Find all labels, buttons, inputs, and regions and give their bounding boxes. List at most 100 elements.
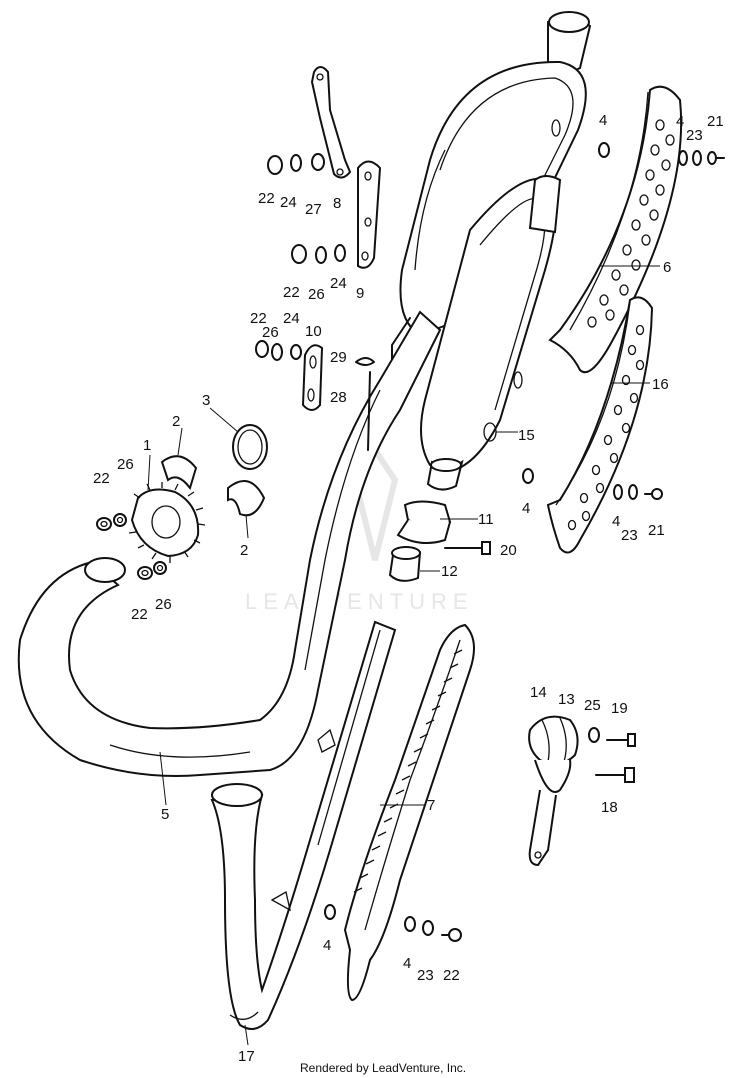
washer-25 (588, 727, 600, 743)
washer-26-lower (153, 561, 167, 575)
washer-24-low (290, 344, 302, 360)
label-26b: 26 (262, 324, 279, 341)
nut-22-low (255, 340, 269, 358)
label-5: 5 (161, 806, 169, 823)
label-4d: 4 (612, 513, 620, 530)
label-11: 11 (478, 511, 494, 528)
washer-26-mid (315, 246, 327, 264)
label-10: 10 (305, 323, 322, 340)
label-19: 19 (611, 700, 628, 717)
nut-4-right (613, 484, 623, 500)
nut-4-lower (324, 904, 336, 920)
exhaust-pipe-5 (17, 310, 442, 777)
ring-3 (232, 424, 268, 470)
bolt-18 (595, 767, 635, 783)
label-4a: 4 (599, 112, 607, 129)
watermark: LEADVENTURE (245, 444, 474, 614)
label-4b: 4 (676, 113, 684, 130)
label-28: 28 (330, 389, 347, 406)
screw-22-bottom (441, 928, 462, 942)
label-15: 15 (518, 427, 535, 444)
nut-4-top-right (678, 150, 688, 166)
label-9: 9 (356, 285, 364, 302)
nut-22-mid (291, 244, 307, 264)
nut-22-lower (137, 566, 153, 580)
collar-half-2b (227, 479, 266, 517)
label-24a: 24 (280, 194, 297, 211)
washer-23-top (692, 150, 702, 166)
label-1: 1 (143, 437, 151, 454)
washer-23-right (628, 484, 638, 500)
label-4f: 4 (403, 955, 411, 972)
bolt-19 (606, 733, 636, 747)
bolt-20 (444, 541, 491, 555)
label-23b: 23 (621, 527, 638, 544)
screw-21-right (644, 488, 663, 500)
bracket-10 (301, 344, 324, 411)
part-labels: 1 2 2 3 4 4 4 4 4 4 5 6 7 8 9 10 11 12 1… (93, 112, 724, 1065)
exhaust-pipe-17 (210, 620, 397, 1030)
label-22c: 22 (250, 310, 267, 327)
clip-29 (355, 357, 375, 366)
label-22d: 22 (93, 470, 110, 487)
label-17: 17 (238, 1048, 255, 1065)
heat-shield-16 (546, 296, 654, 554)
heat-shield-7 (343, 623, 475, 1002)
collar-11 (396, 500, 452, 545)
label-22f: 22 (443, 967, 460, 984)
label-22e: 22 (131, 606, 148, 623)
washer-24-top (290, 154, 302, 172)
label-27: 27 (305, 201, 322, 218)
washer-26-low (271, 343, 283, 361)
leader-lines (147, 265, 660, 1046)
label-16: 16 (652, 376, 669, 393)
label-13: 13 (558, 691, 575, 708)
label-23c: 23 (417, 967, 434, 984)
nut-4-top (598, 142, 610, 158)
label-26c: 26 (117, 456, 134, 473)
label-2a: 2 (172, 413, 180, 430)
label-20: 20 (500, 542, 517, 559)
label-12: 12 (441, 563, 458, 580)
nut-4-mid (522, 468, 534, 484)
label-25: 25 (584, 697, 601, 714)
nut-4-bottom (404, 916, 416, 932)
label-2b: 2 (240, 542, 248, 559)
label-22a: 22 (258, 190, 275, 207)
gasket-12 (388, 546, 422, 582)
nut-22-left (96, 517, 112, 531)
washer-23-bottom (422, 920, 434, 936)
washer-27-top (311, 153, 325, 171)
label-29: 29 (330, 349, 347, 366)
label-8: 8 (333, 195, 341, 212)
label-24b: 24 (330, 275, 347, 292)
watermark-text: LEADVENTURE (245, 589, 474, 614)
clamp-13-14 (528, 715, 579, 867)
label-26a: 26 (308, 286, 325, 303)
label-3: 3 (202, 392, 210, 409)
footer-credit: Rendered by LeadVenture, Inc. (300, 1061, 466, 1075)
label-18: 18 (601, 799, 618, 816)
label-4e: 4 (323, 937, 331, 954)
label-7: 7 (427, 797, 435, 814)
label-6: 6 (663, 259, 671, 276)
collar-half-2a (160, 455, 198, 491)
label-26d: 26 (155, 596, 172, 613)
nut-22-top (267, 155, 283, 175)
flange-1 (128, 482, 206, 563)
label-21b: 21 (648, 522, 665, 539)
label-4c: 4 (522, 500, 530, 517)
label-14: 14 (530, 684, 547, 701)
bracket-9 (357, 160, 382, 269)
washer-24-mid (334, 244, 346, 262)
screw-21-top (707, 151, 725, 165)
washer-26-left (113, 513, 127, 527)
rod-28 (367, 371, 371, 451)
muffler-15 (391, 11, 592, 491)
label-24c: 24 (283, 310, 300, 327)
label-22b: 22 (283, 284, 300, 301)
label-21a: 21 (707, 113, 724, 130)
bracket-8 (310, 66, 352, 179)
